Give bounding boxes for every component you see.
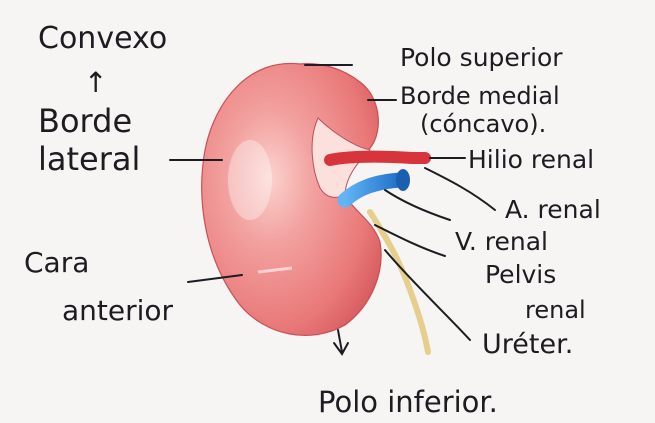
label-up-arrow: ↑ [84,66,107,99]
leader-a-renal [425,168,495,210]
label-pelvis-1: Pelvis [485,260,556,289]
label-polo-inferior: Polo inferior. [318,385,498,419]
renal-artery-shape [330,157,425,160]
renal-vein-shape [345,180,400,200]
leader-ureter [385,250,470,340]
label-borde-medial-1: Borde medial [400,82,560,110]
ureter-shape [370,212,428,352]
kidney-highlight [228,140,272,220]
leader-v-renal [385,190,450,220]
label-a-renal: A. renal [505,195,601,224]
label-borde-lateral-1: Borde [38,102,132,140]
label-convexo: Convexo [38,21,167,56]
label-cara-anterior-2: anterior [62,294,174,327]
leader-polo-inferior [334,330,348,354]
label-hilio-renal: Hilio renal [468,145,594,174]
label-ureter: Uréter. [482,329,573,360]
label-cara-anterior-1: Cara [24,246,89,279]
label-borde-medial-2: (cóncavo). [420,110,546,138]
label-borde-lateral-2: lateral [38,140,140,178]
renal-vein-end [396,169,410,191]
label-polo-superior: Polo superior [400,43,563,72]
label-v-renal: V. renal [455,227,548,256]
label-pelvis-2: renal [525,296,586,324]
